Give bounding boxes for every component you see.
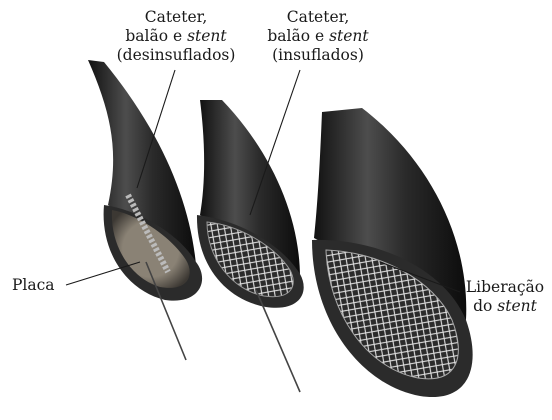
label-inflated-line2: balão e stent: [248, 27, 388, 46]
label-release-line2-italic: stent: [497, 297, 537, 315]
label-inflated-line1: Cateter,: [248, 8, 388, 27]
label-deflated-line3: (desinsuflados): [96, 46, 256, 65]
label-release-line1: Liberação: [462, 278, 548, 297]
label-inflated-line3: (insuflados): [248, 46, 388, 65]
label-release: Liberação do stent: [462, 278, 548, 316]
label-release-line2-prefix: do: [473, 297, 497, 315]
label-deflated-line2: balão e stent: [96, 27, 256, 46]
label-inflated-line2-italic: stent: [329, 27, 369, 45]
artery-deflated: [88, 60, 202, 360]
label-deflated: Cateter, balão e stent (desinsuflados): [96, 8, 256, 65]
label-deflated-line2-italic: stent: [187, 27, 227, 45]
label-deflated-line1: Cateter,: [96, 8, 256, 27]
label-inflated-line2-prefix: balão e: [267, 27, 329, 45]
label-inflated: Cateter, balão e stent (insuflados): [248, 8, 388, 65]
artery-inflated: [197, 100, 304, 392]
label-deflated-line2-prefix: balão e: [125, 27, 187, 45]
label-plaque: Placa: [12, 276, 55, 295]
label-release-line2: do stent: [462, 297, 548, 316]
artery-released: [312, 108, 473, 397]
